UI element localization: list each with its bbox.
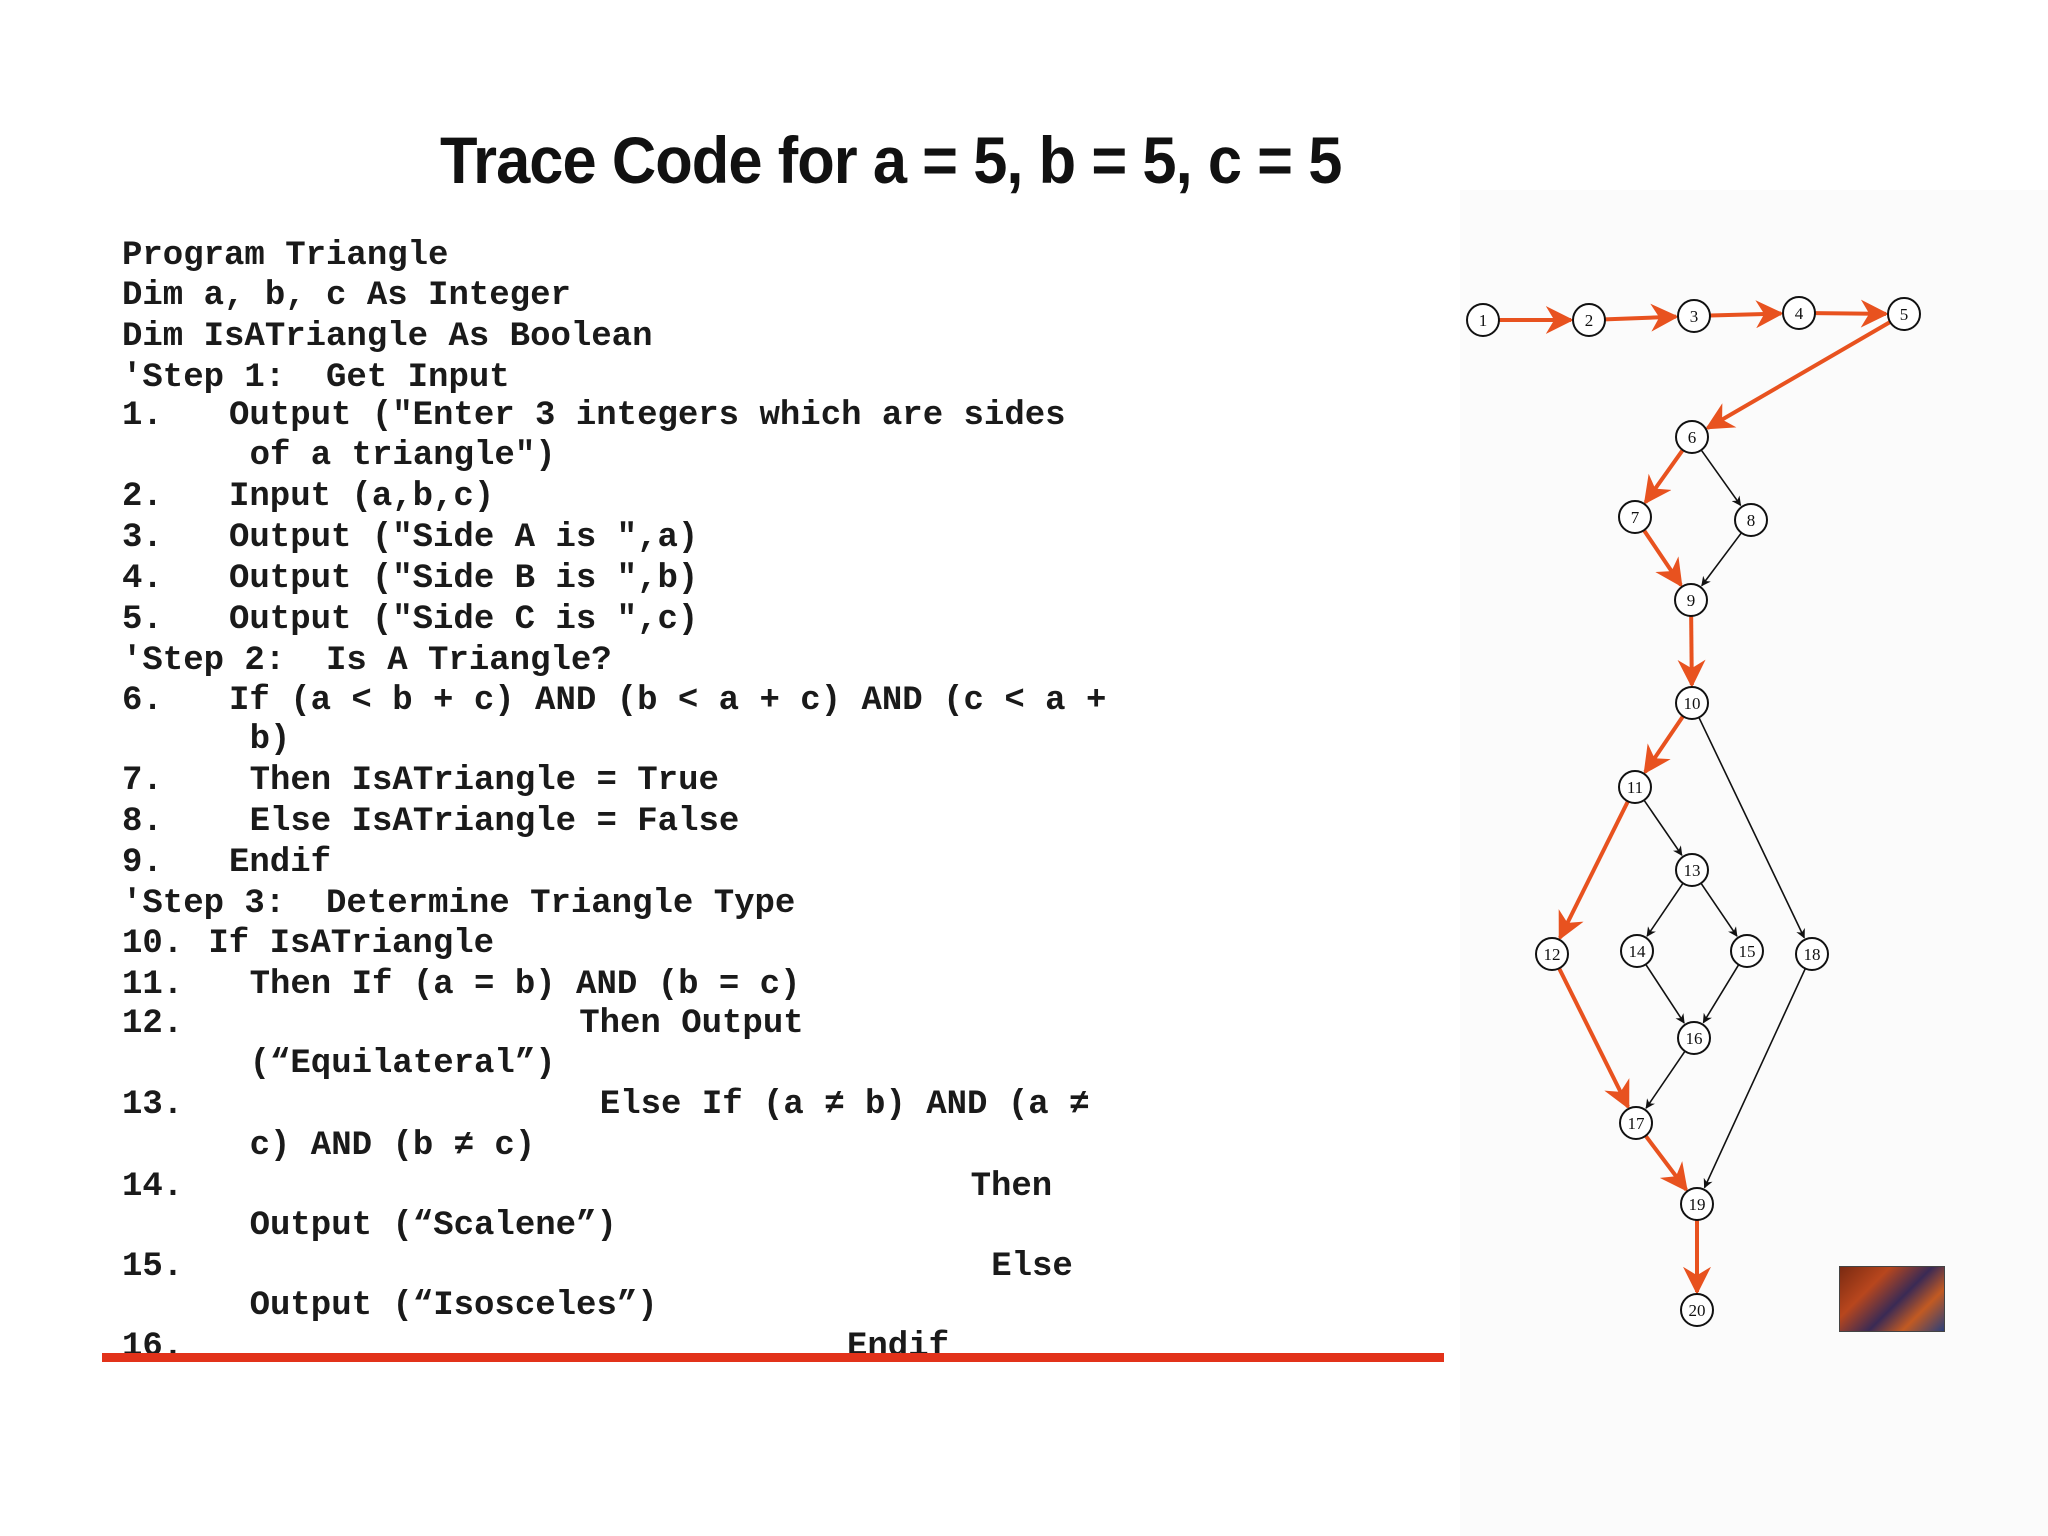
graph-node-2: 2 (1573, 304, 1605, 336)
edge-18-19 (1705, 969, 1806, 1188)
graph-node-1: 1 (1467, 304, 1499, 336)
node-label: 16 (1686, 1029, 1703, 1048)
node-label: 19 (1689, 1195, 1706, 1214)
edge-13-14 (1647, 883, 1683, 936)
graph-node-17: 17 (1620, 1107, 1652, 1139)
graph-node-14: 14 (1621, 935, 1653, 967)
traced-edge-10-11 (1645, 716, 1683, 772)
node-label: 11 (1627, 778, 1643, 797)
edge-14-16 (1646, 964, 1684, 1023)
graph-node-4: 4 (1783, 297, 1815, 329)
node-label: 8 (1747, 511, 1756, 530)
node-label: 18 (1804, 945, 1821, 964)
traced-edge-2-3 (1605, 317, 1676, 320)
edge-6-8 (1701, 450, 1740, 505)
graph-node-11: 11 (1619, 771, 1651, 803)
traced-edge-9-10 (1691, 616, 1692, 685)
graph-node-3: 3 (1678, 300, 1710, 332)
traced-edge-11-12 (1560, 801, 1628, 938)
node-label: 6 (1688, 428, 1697, 447)
graph-node-6: 6 (1676, 421, 1708, 453)
graph-node-13: 13 (1676, 854, 1708, 886)
node-label: 1 (1479, 311, 1488, 330)
graph-node-18: 18 (1796, 938, 1828, 970)
node-label: 14 (1629, 942, 1647, 961)
node-label: 20 (1689, 1301, 1706, 1320)
edge-8-9 (1702, 533, 1742, 586)
node-label: 12 (1544, 945, 1561, 964)
edge-11-13 (1644, 800, 1682, 855)
traced-edge-5-6 (1708, 322, 1891, 428)
node-label: 9 (1687, 591, 1696, 610)
graph-node-20: 20 (1681, 1294, 1713, 1326)
graph-node-7: 7 (1619, 501, 1651, 533)
traced-edge-12-17 (1559, 968, 1628, 1107)
node-label: 2 (1585, 311, 1594, 330)
edge-15-16 (1703, 965, 1738, 1023)
graph-node-8: 8 (1735, 504, 1767, 536)
edge-13-15 (1701, 883, 1737, 936)
node-label: 17 (1628, 1114, 1646, 1133)
graph-node-19: 19 (1681, 1188, 1713, 1220)
node-label: 13 (1684, 861, 1701, 880)
traced-edge-17-19 (1646, 1136, 1687, 1190)
graph-node-10: 10 (1676, 687, 1708, 719)
node-label: 10 (1684, 694, 1701, 713)
traced-edge-3-4 (1710, 314, 1781, 316)
node-label: 15 (1739, 942, 1756, 961)
node-label: 4 (1795, 304, 1804, 323)
node-label: 7 (1631, 508, 1640, 527)
node-label: 3 (1690, 307, 1699, 326)
graph-node-5: 5 (1888, 298, 1920, 330)
node-label: 5 (1900, 305, 1909, 324)
graph-node-12: 12 (1536, 938, 1568, 970)
graph-node-9: 9 (1675, 584, 1707, 616)
traced-edge-6-7 (1645, 450, 1682, 502)
edge-16-17 (1646, 1051, 1685, 1108)
traced-edge-7-9 (1644, 530, 1681, 585)
graph-node-15: 15 (1731, 935, 1763, 967)
traced-edge-4-5 (1815, 313, 1886, 314)
graph-node-16: 16 (1678, 1022, 1710, 1054)
